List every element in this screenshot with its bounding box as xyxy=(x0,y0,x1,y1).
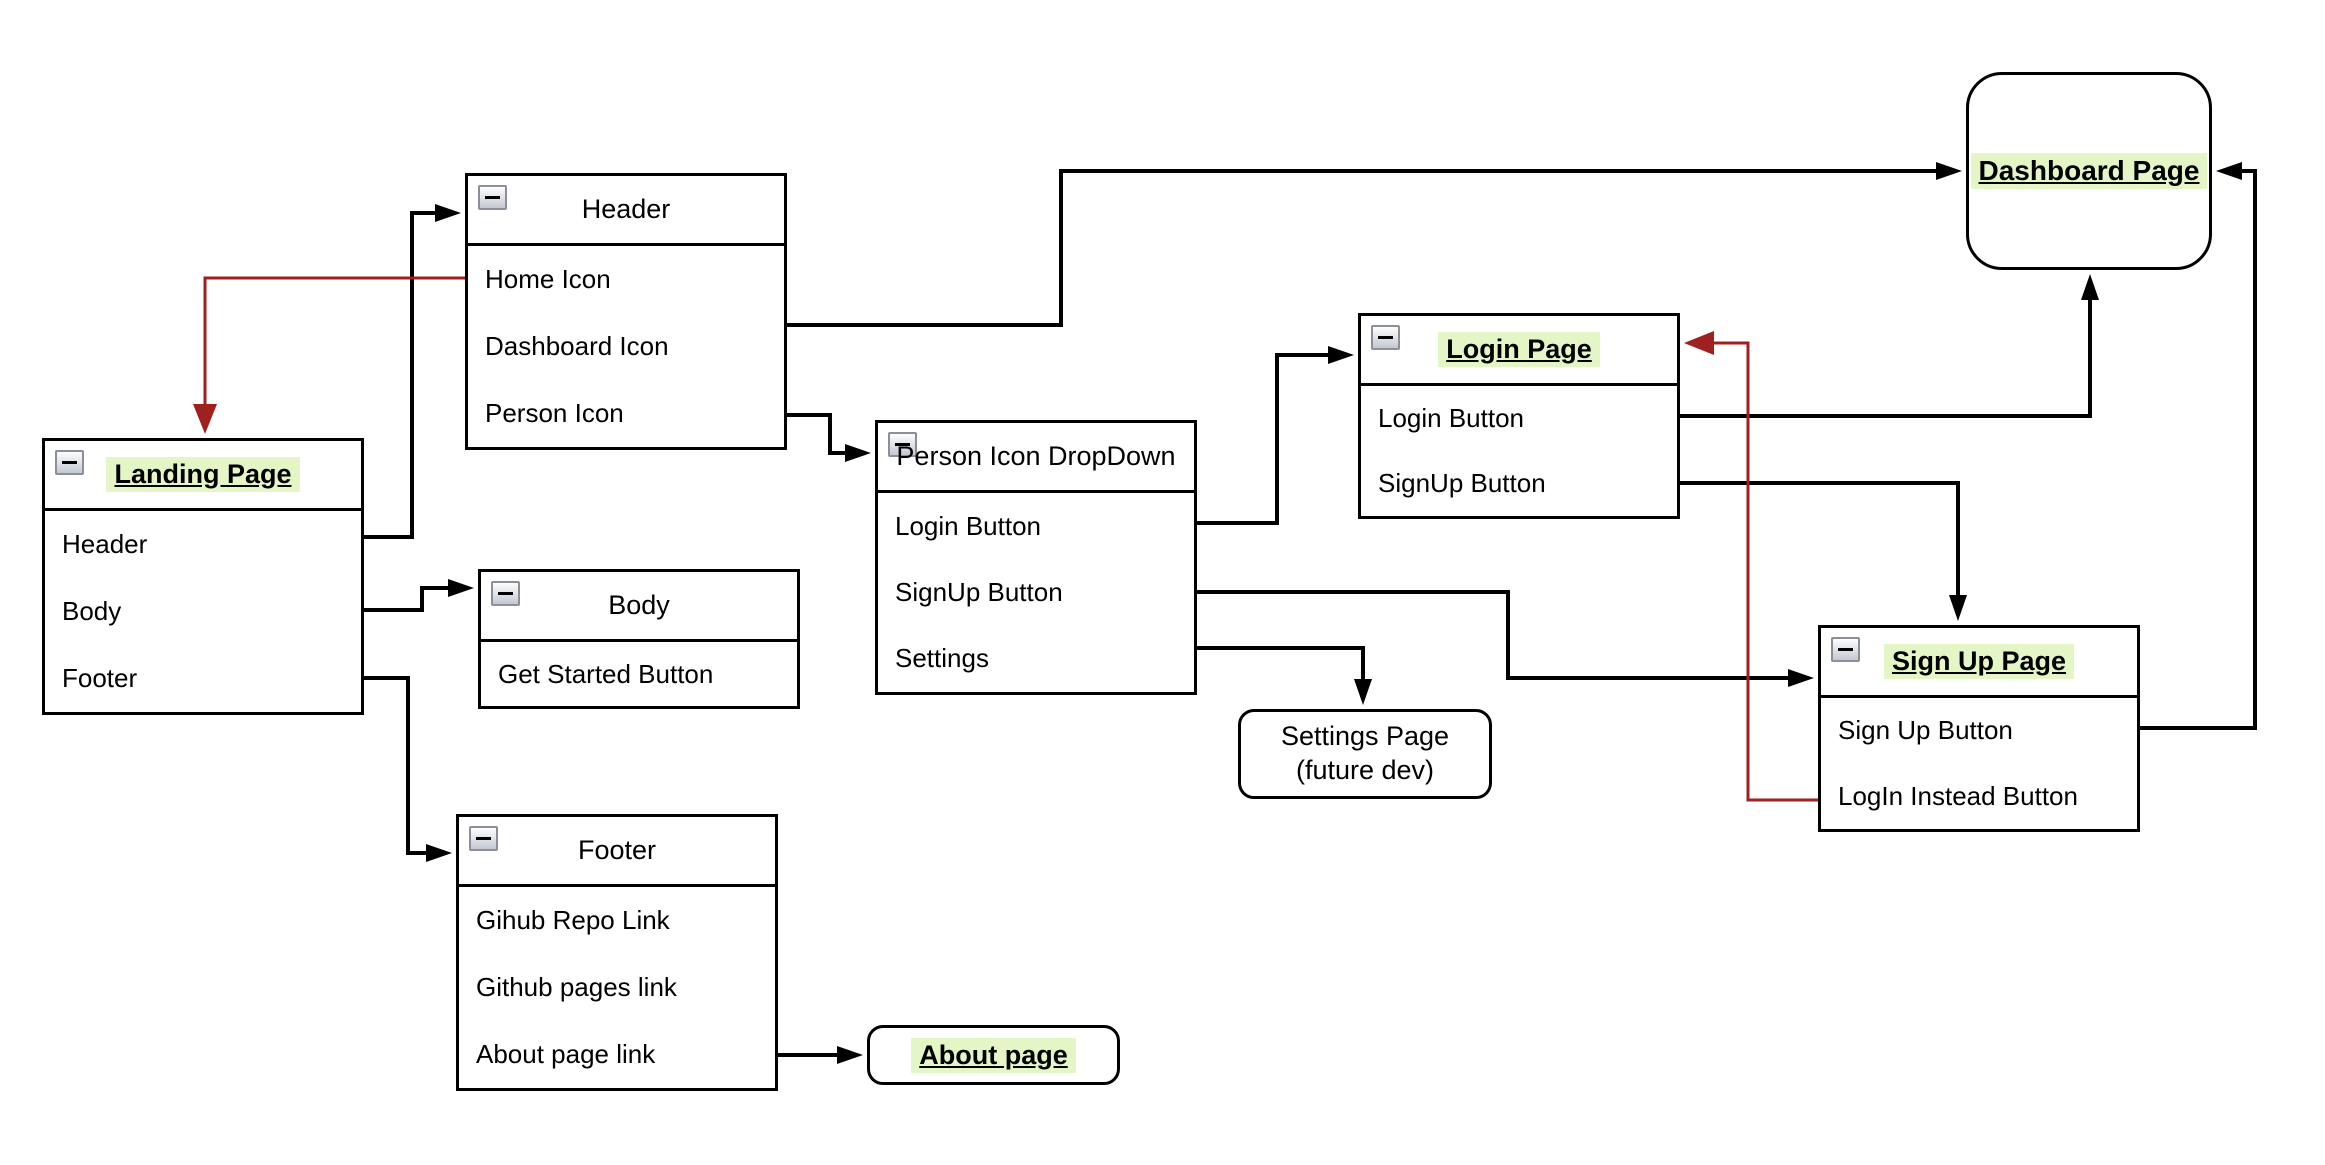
sign-up-page-title[interactable]: Sign Up Page xyxy=(1883,644,2075,679)
about-page-box[interactable]: About page xyxy=(867,1025,1120,1085)
footer-box-header: Footer xyxy=(459,817,775,887)
landing-item-footer: Footer xyxy=(62,663,138,693)
collapse-minus-icon[interactable] xyxy=(478,185,507,210)
about-page-title[interactable]: About page xyxy=(911,1037,1076,1073)
header-box-title: Header xyxy=(581,194,671,224)
signup-item-signup-button: Sign Up Button xyxy=(1838,715,2013,746)
header-item-home-icon: Home Icon xyxy=(485,264,611,294)
edge-dropdown-settings-to-settings-page[interactable] xyxy=(1197,646,1372,705)
footer-box-items: Gihub Repo Link Github pages link About … xyxy=(459,887,775,1088)
footer-box[interactable]: Footer Gihub Repo Link Github pages link… xyxy=(456,814,778,1091)
landing-page-title[interactable]: Landing Page xyxy=(106,457,300,492)
header-box-header: Header xyxy=(468,176,784,246)
dashboard-page-title[interactable]: Dashboard Page xyxy=(1970,153,2208,189)
person-icon-dropdown-box[interactable]: Person Icon DropDown Login Button SignUp… xyxy=(875,420,1197,695)
collapse-minus-icon[interactable] xyxy=(491,581,520,606)
minus-glyph xyxy=(62,461,77,464)
edge-landing-footer-to-footer-box[interactable] xyxy=(364,676,452,862)
minus-glyph xyxy=(1838,648,1853,651)
sign-up-page-items: Sign Up Button LogIn Instead Button xyxy=(1821,698,2137,829)
footer-item-github-pages: Github pages link xyxy=(476,972,677,1002)
dropdown-box-items: Login Button SignUp Button Settings xyxy=(878,493,1194,692)
login-page-items: Login Button SignUp Button xyxy=(1361,386,1677,516)
landing-page-box[interactable]: Landing Page Header Body Footer xyxy=(42,438,364,715)
settings-page-title-line1: Settings Page xyxy=(1280,721,1450,752)
body-item-get-started: Get Started Button xyxy=(498,658,714,689)
sign-up-page-box[interactable]: Sign Up Page Sign Up Button LogIn Instea… xyxy=(1818,625,2140,832)
edge-person-icon-to-dropdown[interactable] xyxy=(787,413,871,462)
dropdown-box-header: Person Icon DropDown xyxy=(878,423,1194,493)
login-item-login-button: Login Button xyxy=(1378,403,1525,433)
signup-item-login-instead-button: LogIn Instead Button xyxy=(1838,780,2078,811)
dropdown-item-signup-button: SignUp Button xyxy=(895,576,1063,607)
landing-page-items: Header Body Footer xyxy=(45,511,361,712)
edge-login-button-to-dashboard[interactable] xyxy=(1680,274,2099,418)
body-box-title: Body xyxy=(608,590,670,620)
dropdown-item-login-button: Login Button xyxy=(895,510,1042,541)
dropdown-box-title: Person Icon DropDown xyxy=(896,441,1176,471)
header-item-dashboard-icon: Dashboard Icon xyxy=(485,331,669,361)
sign-up-page-header: Sign Up Page xyxy=(1821,628,2137,698)
login-page-header: Login Page xyxy=(1361,316,1677,386)
edge-signup-button-to-dashboard[interactable] xyxy=(2140,162,2257,730)
login-item-signup-button: SignUp Button xyxy=(1378,468,1546,498)
body-box-items: Get Started Button xyxy=(481,642,797,706)
collapse-minus-icon[interactable] xyxy=(1371,325,1400,350)
dropdown-item-settings: Settings xyxy=(895,643,989,674)
header-box[interactable]: Header Home Icon Dashboard Icon Person I… xyxy=(465,173,787,450)
landing-item-header: Header xyxy=(62,529,148,559)
collapse-minus-icon[interactable] xyxy=(55,450,84,475)
body-box[interactable]: Body Get Started Button xyxy=(478,569,800,709)
minus-glyph xyxy=(498,592,513,595)
footer-item-github-repo: Gihub Repo Link xyxy=(476,905,670,935)
edge-landing-body-to-body-box[interactable] xyxy=(364,579,474,612)
landing-item-body: Body xyxy=(62,596,122,626)
header-box-items: Home Icon Dashboard Icon Person Icon xyxy=(468,246,784,447)
footer-item-about-link: About page link xyxy=(476,1039,656,1069)
landing-page-header: Landing Page xyxy=(45,441,361,511)
footer-box-title: Footer xyxy=(577,835,657,865)
login-page-title[interactable]: Login Page xyxy=(1438,332,1600,367)
collapse-minus-icon[interactable] xyxy=(888,432,917,457)
body-box-header: Body xyxy=(481,572,797,642)
collapse-minus-icon[interactable] xyxy=(1831,637,1860,662)
minus-glyph xyxy=(1378,336,1393,339)
minus-glyph xyxy=(895,443,910,446)
settings-page-box[interactable]: Settings Page (future dev) xyxy=(1238,709,1492,799)
header-item-person-icon: Person Icon xyxy=(485,398,624,428)
edge-landing-header-to-header-box[interactable] xyxy=(364,204,461,539)
edge-home-icon-to-landing-page[interactable] xyxy=(193,276,465,434)
edge-dropdown-signup-to-signup-page[interactable] xyxy=(1197,590,1814,687)
collapse-minus-icon[interactable] xyxy=(469,826,498,851)
edge-login-signup-to-signup-page[interactable] xyxy=(1680,481,1967,621)
edge-dropdown-login-to-login-page[interactable] xyxy=(1197,346,1354,525)
edge-dashboard-icon-to-dashboard-page[interactable] xyxy=(787,162,1962,327)
dashboard-page-box[interactable]: Dashboard Page xyxy=(1966,72,2212,270)
edge-about-link-to-about-page[interactable] xyxy=(778,1046,863,1064)
settings-page-title-line2: (future dev) xyxy=(1295,755,1435,785)
minus-glyph xyxy=(476,837,491,840)
edge-login-instead-to-login-page[interactable] xyxy=(1684,331,1818,802)
login-page-box[interactable]: Login Page Login Button SignUp Button xyxy=(1358,313,1680,519)
minus-glyph xyxy=(485,196,500,199)
